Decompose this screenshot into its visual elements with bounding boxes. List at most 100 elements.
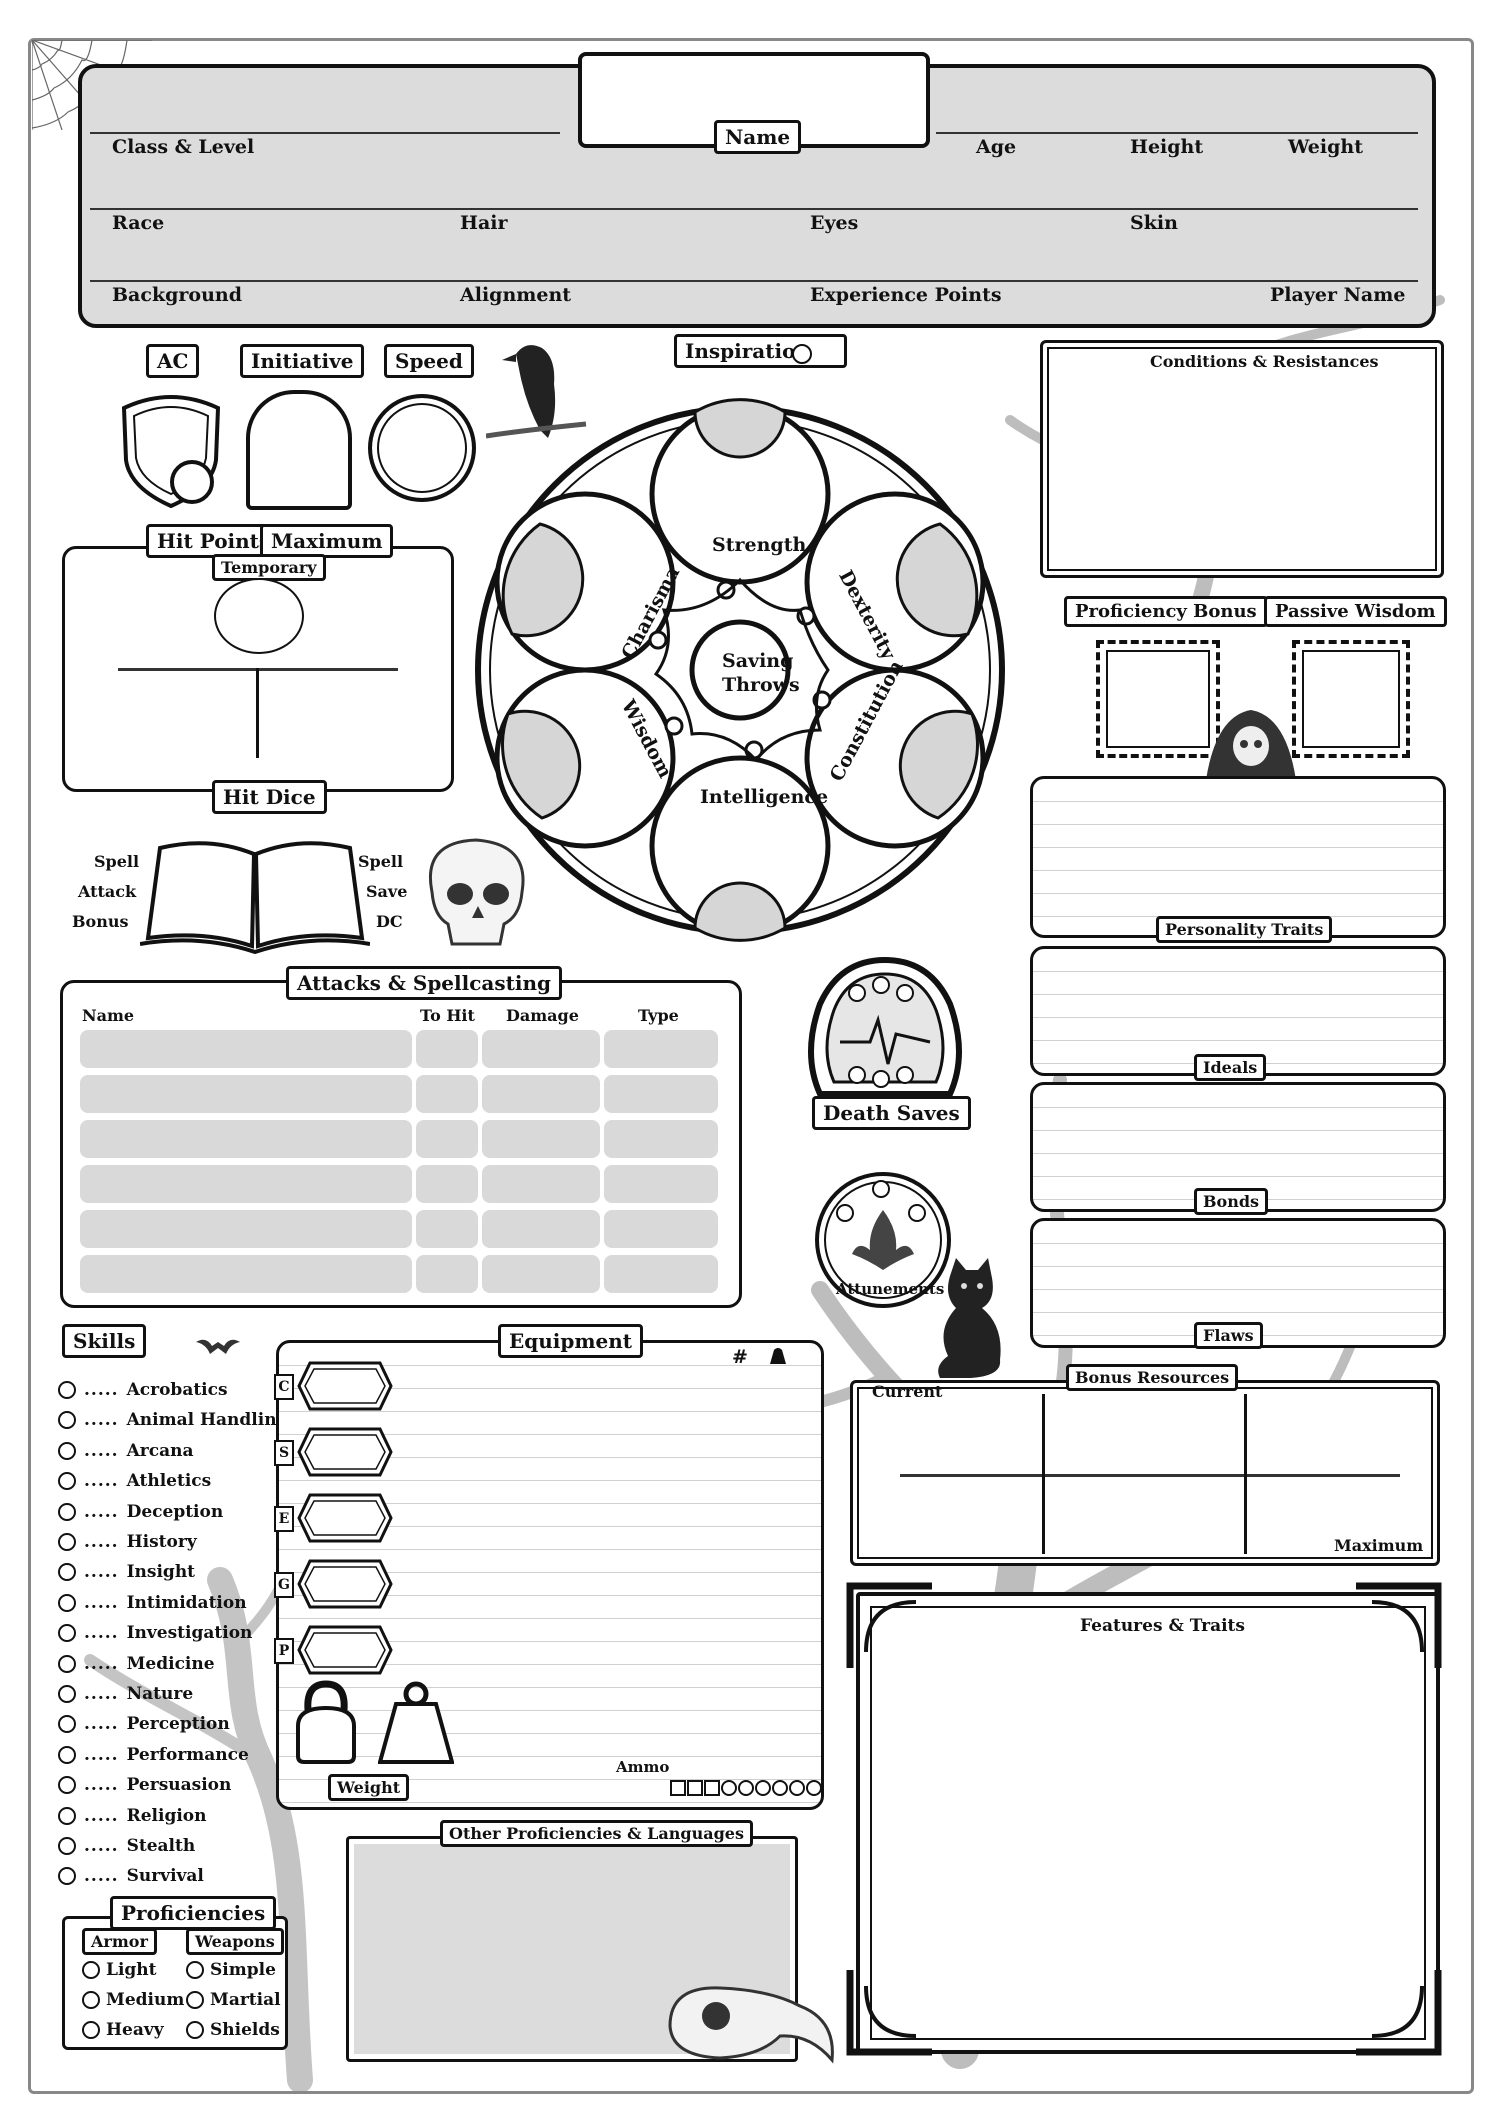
speed-circle[interactable]: [368, 394, 476, 502]
attack-cell[interactable]: [604, 1255, 718, 1293]
conditions-box[interactable]: [1040, 340, 1444, 578]
skill-row[interactable]: .....Athletics: [58, 1467, 211, 1495]
attack-cell[interactable]: [604, 1030, 718, 1068]
attack-cell[interactable]: [604, 1075, 718, 1113]
proficiency-checkbox[interactable]: [186, 1961, 204, 1979]
attack-cell[interactable]: [482, 1255, 600, 1293]
skill-row[interactable]: .....Insight: [58, 1558, 195, 1586]
skill-row[interactable]: .....Medicine: [58, 1650, 215, 1678]
attunement-slot-1[interactable]: [872, 1180, 890, 1198]
armor-proficiency-row[interactable]: Light: [82, 1960, 157, 1980]
attack-cell[interactable]: [80, 1165, 412, 1203]
attack-cell[interactable]: [482, 1120, 600, 1158]
skill-proficiency-checkbox[interactable]: [58, 1806, 76, 1825]
skill-proficiency-checkbox[interactable]: [58, 1472, 76, 1491]
attack-cell[interactable]: [80, 1075, 412, 1113]
skill-proficiency-checkbox[interactable]: [58, 1593, 76, 1612]
attack-cell[interactable]: [482, 1075, 600, 1113]
skill-row[interactable]: .....Religion: [58, 1802, 207, 1830]
skill-proficiency-checkbox[interactable]: [58, 1502, 76, 1521]
skill-proficiency-checkbox[interactable]: [58, 1685, 76, 1703]
ac-shield[interactable]: [116, 390, 226, 510]
skill-row[interactable]: .....Performance: [58, 1741, 249, 1769]
attack-cell[interactable]: [416, 1255, 478, 1293]
features-traits-box[interactable]: [856, 1592, 1440, 2054]
death-save-failure[interactable]: [848, 1066, 866, 1084]
skill-proficiency-checkbox[interactable]: [58, 1411, 76, 1430]
armor-proficiency-row[interactable]: Heavy: [82, 2020, 164, 2040]
spell-book-icon[interactable]: [140, 834, 370, 954]
skill-row[interactable]: .....Perception: [58, 1710, 230, 1738]
skill-row[interactable]: .....Deception: [58, 1498, 223, 1526]
temporary-hp-circle[interactable]: [214, 578, 304, 654]
skill-proficiency-checkbox[interactable]: [58, 1745, 76, 1764]
death-save-success[interactable]: [872, 976, 890, 994]
attack-cell[interactable]: [416, 1075, 478, 1113]
armor-proficiency-row[interactable]: Medium: [82, 1990, 184, 2010]
skill-proficiency-checkbox[interactable]: [58, 1776, 76, 1795]
death-save-success[interactable]: [896, 984, 914, 1002]
attack-cell[interactable]: [482, 1210, 600, 1248]
skill-row[interactable]: .....Acrobatics: [58, 1376, 228, 1404]
attack-cell[interactable]: [482, 1165, 600, 1203]
attack-cell[interactable]: [604, 1120, 718, 1158]
personality-traits-box[interactable]: [1030, 776, 1446, 938]
initiative-box[interactable]: [246, 390, 352, 510]
attack-cell[interactable]: [80, 1255, 412, 1293]
skill-row[interactable]: .....Animal Handling: [58, 1406, 288, 1434]
ammo-circle[interactable]: [789, 1780, 805, 1796]
inspiration-checkbox[interactable]: [792, 344, 812, 364]
proficiency-bonus-box[interactable]: [1096, 640, 1220, 758]
attack-cell[interactable]: [482, 1030, 600, 1068]
proficiency-checkbox[interactable]: [186, 2021, 204, 2039]
skill-row[interactable]: .....Arcana: [58, 1437, 193, 1465]
skill-proficiency-checkbox[interactable]: [58, 1867, 76, 1886]
attunement-slot-3[interactable]: [908, 1204, 926, 1222]
proficiency-checkbox[interactable]: [82, 1991, 100, 2009]
attack-cell[interactable]: [80, 1120, 412, 1158]
skill-proficiency-checkbox[interactable]: [58, 1533, 76, 1551]
skill-row[interactable]: .....Persuasion: [58, 1771, 231, 1799]
skill-proficiency-checkbox[interactable]: [58, 1563, 76, 1582]
proficiency-checkbox[interactable]: [186, 1991, 204, 2009]
skill-proficiency-checkbox[interactable]: [58, 1654, 76, 1673]
coin-field[interactable]: [296, 1360, 394, 1412]
attunement-slot-2[interactable]: [836, 1204, 854, 1222]
weapon-proficiency-row[interactable]: Shields: [186, 2020, 280, 2040]
skill-proficiency-checkbox[interactable]: [58, 1381, 76, 1399]
ammo-circle[interactable]: [806, 1780, 822, 1796]
death-save-success[interactable]: [848, 984, 866, 1002]
death-save-failure[interactable]: [872, 1070, 890, 1088]
attack-cell[interactable]: [604, 1210, 718, 1248]
coin-field[interactable]: [296, 1624, 394, 1676]
attack-cell[interactable]: [416, 1120, 478, 1158]
attack-cell[interactable]: [80, 1210, 412, 1248]
ammo-circle[interactable]: [721, 1780, 737, 1796]
weapon-proficiency-row[interactable]: Martial: [186, 1990, 281, 2010]
coin-field[interactable]: [296, 1426, 394, 1478]
skill-proficiency-checkbox[interactable]: [58, 1715, 76, 1734]
skill-proficiency-checkbox[interactable]: [58, 1441, 76, 1460]
coin-field[interactable]: [296, 1492, 394, 1544]
attack-cell[interactable]: [416, 1030, 478, 1068]
ammo-box[interactable]: [687, 1780, 703, 1796]
ammo-box[interactable]: [670, 1780, 686, 1796]
skill-row[interactable]: .....Nature: [58, 1680, 193, 1708]
skill-row[interactable]: .....Intimidation: [58, 1589, 247, 1617]
attack-cell[interactable]: [80, 1030, 412, 1068]
skill-row[interactable]: .....History: [58, 1528, 197, 1556]
proficiency-checkbox[interactable]: [82, 2021, 100, 2039]
attack-cell[interactable]: [416, 1165, 478, 1203]
skill-row[interactable]: .....Stealth: [58, 1832, 195, 1860]
death-save-failure[interactable]: [896, 1066, 914, 1084]
attack-cell[interactable]: [604, 1165, 718, 1203]
proficiency-checkbox[interactable]: [82, 1961, 100, 1979]
passive-wisdom-box[interactable]: [1292, 640, 1410, 758]
ammo-circle[interactable]: [738, 1780, 754, 1796]
attack-cell[interactable]: [416, 1210, 478, 1248]
weapon-proficiency-row[interactable]: Simple: [186, 1960, 276, 1980]
skill-proficiency-checkbox[interactable]: [58, 1624, 76, 1643]
skill-row[interactable]: .....Investigation: [58, 1619, 252, 1647]
skill-proficiency-checkbox[interactable]: [58, 1837, 76, 1855]
ammo-circle[interactable]: [755, 1780, 771, 1796]
